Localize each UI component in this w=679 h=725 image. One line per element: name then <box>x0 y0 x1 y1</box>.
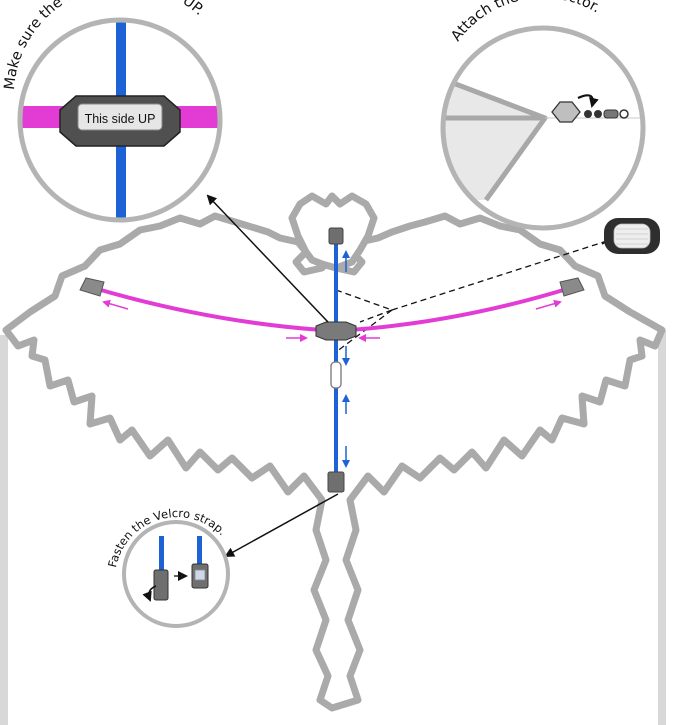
velcro-detail-circle <box>122 520 230 628</box>
connector-detail-circle: This side UP <box>17 17 223 223</box>
strap-rotate-icon <box>142 585 157 602</box>
tension-arrow-left <box>102 299 129 310</box>
stand-legs <box>0 330 666 725</box>
tension-arrow-right <box>535 299 562 310</box>
line-reel-icon <box>604 218 660 254</box>
rotate-arrow-icon <box>577 94 599 108</box>
spine-spar <box>327 227 350 493</box>
spine-joiner <box>330 361 342 389</box>
spine-top-cap <box>328 227 344 245</box>
right-wing-connector <box>559 277 585 297</box>
velcro-strap-open <box>153 569 169 601</box>
left-wing-connector <box>79 277 105 297</box>
pointer-to-velcro-detail <box>224 493 339 557</box>
connector-label: This side UP <box>85 112 156 126</box>
swivel-clip-icon <box>551 101 629 123</box>
attach-detail-circle <box>440 25 646 231</box>
bridle-lines <box>335 239 611 353</box>
cross-spar <box>79 277 585 342</box>
spine-bottom-cap <box>327 471 345 493</box>
pointer-to-connector-detail <box>206 194 329 323</box>
center-connector <box>315 321 357 341</box>
